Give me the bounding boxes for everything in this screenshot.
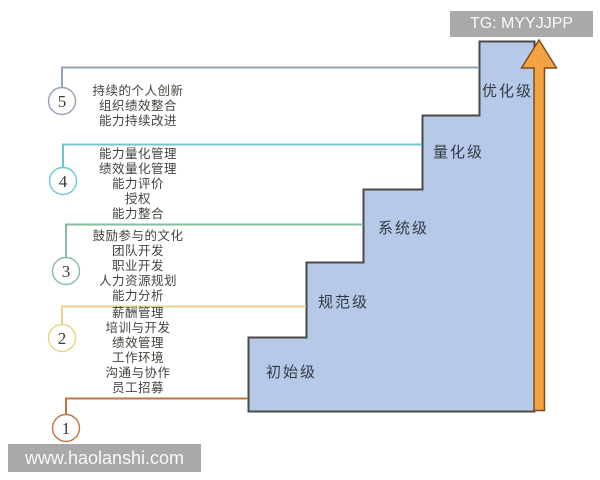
level-3-circle xyxy=(51,256,81,286)
list-item: 职业开发 xyxy=(111,259,164,273)
list-item: 能力量化管理 xyxy=(98,147,177,161)
list-item: 能力评价 xyxy=(111,177,164,191)
staircase-shape xyxy=(247,40,536,413)
watermark-bottom-text: www.haolanshi.com xyxy=(24,447,185,468)
watermark-top-badge: TG: MYYJJPP xyxy=(450,11,593,37)
level-5-item-list: 持续的个人创新 组织绩效整合 能力持续改进 xyxy=(58,84,218,129)
up-arrow-icon xyxy=(520,38,558,412)
list-item: 员工招募 xyxy=(111,381,164,395)
list-item: 授权 xyxy=(124,192,151,206)
level-2-circle xyxy=(47,323,77,353)
step-label-optimizing: 优化级 xyxy=(482,83,534,100)
level-3-item-list: 鼓励参与的文化 团队开发 职业开发 人力资源规划 能力分析 xyxy=(58,229,218,304)
list-item: 工作环境 xyxy=(111,351,164,365)
level-3-number: 3 xyxy=(62,262,71,281)
list-item: 薪酬管理 xyxy=(111,306,164,320)
list-item: 培训与开发 xyxy=(105,321,171,335)
level-4-circle xyxy=(48,166,78,196)
list-item: 能力分析 xyxy=(111,289,164,303)
list-item: 组织绩效整合 xyxy=(98,99,177,113)
step-label-quantified: 量化级 xyxy=(433,144,485,161)
level-2-number: 2 xyxy=(58,329,67,348)
list-item: 沟通与协作 xyxy=(105,366,171,380)
step-label-managed: 规范级 xyxy=(318,294,370,311)
level-1-connector xyxy=(65,397,248,415)
list-item: 团队开发 xyxy=(111,244,164,258)
list-item: 绩效量化管理 xyxy=(98,162,177,176)
list-item: 能力持续改进 xyxy=(98,114,177,128)
list-item: 鼓励参与的文化 xyxy=(92,229,184,243)
level-2-item-list: 薪酬管理 培训与开发 绩效管理 工作环境 沟通与协作 员工招募 xyxy=(58,306,218,396)
watermark-top-text: TG: MYYJJPP xyxy=(469,15,574,32)
list-item: 人力资源规划 xyxy=(98,274,177,288)
step-label-defined: 系统级 xyxy=(378,220,430,237)
level-3-connector xyxy=(65,223,363,258)
level-5-circle xyxy=(47,86,77,116)
list-item: 能力整合 xyxy=(111,207,164,221)
step-label-initial: 初始级 xyxy=(266,364,318,381)
level-5-connector xyxy=(61,66,479,88)
list-item: 绩效管理 xyxy=(111,336,164,350)
level-4-item-list: 能力量化管理 绩效量化管理 能力评价 授权 能力整合 xyxy=(58,147,218,222)
level-1-number: 1 xyxy=(62,419,71,438)
level-1-circle xyxy=(51,413,81,443)
watermark-bottom-badge: www.haolanshi.com xyxy=(8,444,201,472)
level-4-number: 4 xyxy=(59,172,68,191)
level-4-connector xyxy=(62,143,422,168)
level-5-number: 5 xyxy=(58,92,67,111)
list-item: 持续的个人创新 xyxy=(92,84,184,98)
level-2-connector xyxy=(61,305,306,325)
